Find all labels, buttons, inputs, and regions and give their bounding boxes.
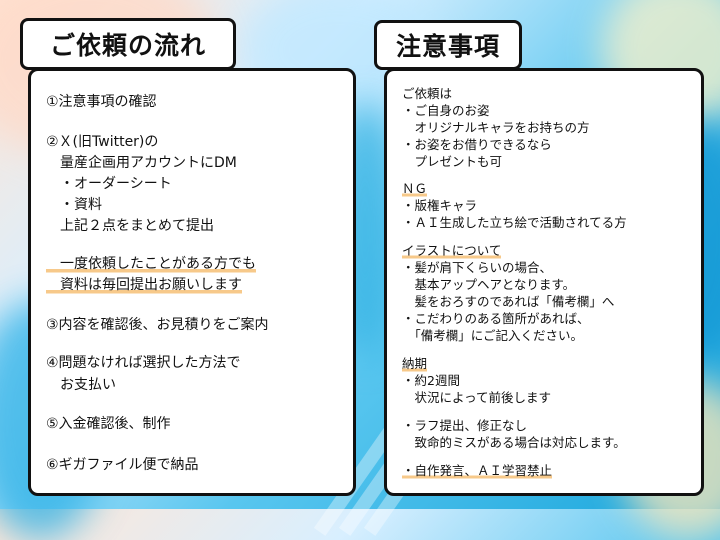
step-line: ③内容を確認後、お見積りをご案内 [46,317,269,333]
notice-line: ・こだわりのある箇所があれば、 [402,311,590,326]
highlighted-note: 資料は毎回提出お願いします [46,276,242,294]
section-heading: イラストについて [402,243,502,259]
step-line: 量産企画用アカウントにDM [46,155,237,171]
step-line: ⑤入金確認後、制作 [46,416,171,432]
notice-line: ・約2週間 [402,373,460,388]
notice-line: 「備考欄」にご記入ください。 [402,328,584,343]
notice-line: ご依頼は [402,86,453,101]
highlighted-note: ・自作発言、ＡＩ学習禁止 [402,463,553,479]
notice-line: オリジナルキャラをお持ちの方 [402,120,590,135]
notice-line: ・ＡＩ生成した立ち絵で活動されてる方 [402,215,627,230]
notice-line: 基本アップヘアとなります。 [402,277,576,292]
notice-line: ・髪が肩下くらいの場合、 [402,260,553,275]
right-title-box: 注意事項 [374,20,522,70]
step-line: ・資料 [46,197,102,213]
left-title: ご依頼の流れ [49,31,206,60]
step-line: お支払い [46,377,116,393]
section-heading: 納期 [402,356,428,372]
step-line: ④問題なければ選択した方法で [46,355,241,371]
right-title: 注意事項 [395,32,500,61]
highlighted-note: 一度依頼したことがある方でも [46,255,256,273]
notice-line: 髪をおろすのであれば「備考欄」へ [402,294,615,309]
step-line: ⑥ギガファイル便で納品 [46,457,199,473]
right-panel [384,68,704,496]
notice-line: 致命的ミスがある場合は対応します。 [402,435,626,450]
notice-line: ・ラフ提出、修正なし [402,418,528,433]
notice-line: ・お姿をお借りできるなら [402,137,552,152]
section-heading: ＮＧ [402,181,428,197]
step-line: ・オーダーシート [46,176,172,192]
step-line: ②Ｘ(旧Twitter)の [46,134,159,150]
step-line: ①注意事項の確認 [46,94,157,110]
notice-line: ・版権キャラ [402,198,478,213]
notice-line: プレゼントも可 [402,154,503,169]
notice-line: ・ご自身のお姿 [402,103,490,118]
notice-line: 状況によって前後します [402,390,552,405]
left-title-box: ご依頼の流れ [20,18,236,70]
step-line: 上記２点をまとめて提出 [46,218,214,234]
